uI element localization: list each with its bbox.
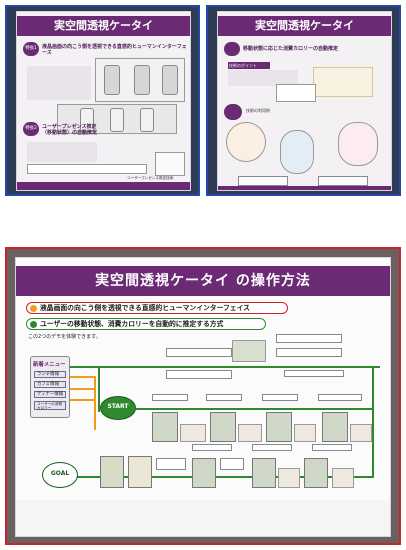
bullet-2-text: ユーザーの移動状態、消費カロリーを自動的に推定する方式 xyxy=(40,320,224,328)
poster-title-right: 実空間透視ケータイ xyxy=(218,16,391,36)
phone-icon xyxy=(104,65,120,95)
step-label-m2 xyxy=(206,394,242,401)
caption-left: 技術の利用例 xyxy=(246,108,270,113)
photo-bottom: 実空間透視ケータイ の操作方法 液晶画面の向こう側を透視できる直感的ヒューマンイ… xyxy=(5,247,401,545)
poster-title-left: 実空間透視ケータイ xyxy=(17,16,190,36)
man-illustration xyxy=(280,130,314,174)
step-thumb-upper xyxy=(232,340,266,362)
step-screen-l5 xyxy=(304,458,328,488)
feature1-badge: 特長1 xyxy=(23,42,39,56)
step-screen-l4 xyxy=(252,458,276,488)
feature2-heading: ユーザープレゼンス推定（移動状態）の自動推定 xyxy=(42,124,98,136)
step-label-l-top2 xyxy=(252,444,292,451)
caption-right: 技術のポイント xyxy=(228,62,270,69)
phone-menu-mockup: 新着メニュー ランチ情報 カフェ情報 ディナー情報 ユーザーの消費カロリー xyxy=(30,356,70,418)
bullet-1-text: 液晶画面の向こう側を透視できる直感的ヒューマンインターフェイス xyxy=(40,304,250,312)
step-note-upper-5 xyxy=(284,370,344,377)
poster-panel-bottom: 実空間透視ケータイ の操作方法 液晶画面の向こう側を透視できる直感的ヒューマンイ… xyxy=(15,257,391,537)
woman-illustration xyxy=(226,122,266,162)
right-badge xyxy=(224,42,240,56)
bottom-note-left xyxy=(238,176,288,186)
feature2-badge: 特長2 xyxy=(23,122,39,136)
step-hand-m1 xyxy=(180,424,206,442)
step-note-upper-3 xyxy=(276,334,342,343)
menu-item-cafe[interactable]: カフェ情報 xyxy=(34,381,66,388)
step-note-upper-1 xyxy=(166,348,232,357)
phone-icon xyxy=(134,65,150,95)
poster-panel-left: 実空間透視ケータイ 特長1 液晶画面の向こう側を透視できる直感的ヒューマンインタ… xyxy=(16,11,191,191)
step-note-upper-2 xyxy=(166,370,232,379)
car-illustration xyxy=(313,67,373,97)
step-screen-l3 xyxy=(192,458,216,488)
hands-photo xyxy=(57,104,177,134)
start-marker[interactable]: START xyxy=(100,396,136,420)
bottom-note-right xyxy=(318,176,368,186)
step-screen-l1 xyxy=(100,456,124,488)
right-heading: 移動状態に応じた消費カロリーの自動推定 xyxy=(243,46,339,52)
flow-line-right xyxy=(372,366,374,478)
bullet-1-icon xyxy=(30,305,37,312)
usage-badge xyxy=(224,104,242,120)
flow-line-middle xyxy=(136,408,372,410)
step-label-l1 xyxy=(156,458,186,470)
menu-list: ランチ情報 カフェ情報 ディナー情報 ユーザーの消費カロリー xyxy=(34,371,68,417)
flow-line-upper-left xyxy=(98,366,100,412)
step-screen-m1 xyxy=(152,412,178,442)
feature1-illustration xyxy=(95,58,185,102)
poster-subtitle: この2つのデモを体験できます。 xyxy=(28,334,101,340)
step-label-l-top3 xyxy=(312,444,352,451)
feature1-heading: 液晶画面の向こう側を透視できる直感的ヒューマンインターフェース xyxy=(42,44,187,56)
goal-label: GOAL xyxy=(50,470,70,477)
bullet-2: ユーザーの移動状態、消費カロリーを自動的に推定する方式 xyxy=(26,318,266,330)
step-screen-m3 xyxy=(266,412,292,442)
step-hand-m4 xyxy=(350,424,372,442)
phone-icon xyxy=(110,108,124,132)
flow-line-lower xyxy=(76,476,374,478)
menu-item-lunch[interactable]: ランチ情報 xyxy=(34,371,66,378)
step-label-m3 xyxy=(262,394,298,401)
goal-marker[interactable]: GOAL xyxy=(42,462,78,488)
phone-icon xyxy=(80,108,94,132)
footer-note-left: ユーザープレゼンス推定技術 xyxy=(127,176,174,180)
bullet-1: 液晶画面の向こう側を透視できる直感的ヒューマンインターフェイス xyxy=(26,302,288,314)
menu-item-calorie[interactable]: ユーザーの消費カロリー xyxy=(34,401,66,410)
orange-connector xyxy=(70,388,96,390)
step-screen-m4 xyxy=(322,412,348,442)
orange-connector xyxy=(70,376,96,378)
menu-title: 新着メニュー xyxy=(33,362,66,368)
phone-icon xyxy=(162,65,178,95)
step-hand-m2 xyxy=(238,424,262,442)
step-hand-l4 xyxy=(278,468,300,488)
bullet-2-icon xyxy=(30,321,37,328)
step-hand-l5 xyxy=(332,468,354,488)
step-hand-m3 xyxy=(294,424,316,442)
poster-title-bottom: 実空間透視ケータイ の操作方法 xyxy=(16,266,390,296)
step-screen-l2 xyxy=(128,456,152,488)
orange-connector xyxy=(94,376,96,430)
flow-line-upper xyxy=(70,366,380,368)
step-note-upper-4 xyxy=(276,348,342,357)
step-label-l-top1 xyxy=(192,444,232,451)
step-screen-m2 xyxy=(210,412,236,442)
poster-panel-right: 実空間透視ケータイ 移動状態に応じた消費カロリーの自動推定 技術のポイント 技術… xyxy=(217,11,392,191)
start-label: START xyxy=(107,403,129,410)
demo-phone-thumb xyxy=(155,152,185,176)
orange-connector xyxy=(70,399,96,401)
walking-icons-row xyxy=(27,164,147,174)
photo-top-left: 実空間透視ケータイ 特長1 液晶画面の向こう側を透視できる直感的ヒューマンインタ… xyxy=(5,5,200,196)
menu-item-dinner[interactable]: ディナー情報 xyxy=(34,391,66,398)
step-label-l2 xyxy=(220,458,244,470)
phone-icon xyxy=(140,108,154,132)
photo-top-right: 実空間透視ケータイ 移動状態に応じた消費カロリーの自動推定 技術のポイント 技術… xyxy=(206,5,401,196)
graph-illustration xyxy=(276,84,316,102)
step-label-m1 xyxy=(152,394,188,401)
step-label-m4 xyxy=(318,394,362,401)
runner-illustration xyxy=(338,122,378,166)
